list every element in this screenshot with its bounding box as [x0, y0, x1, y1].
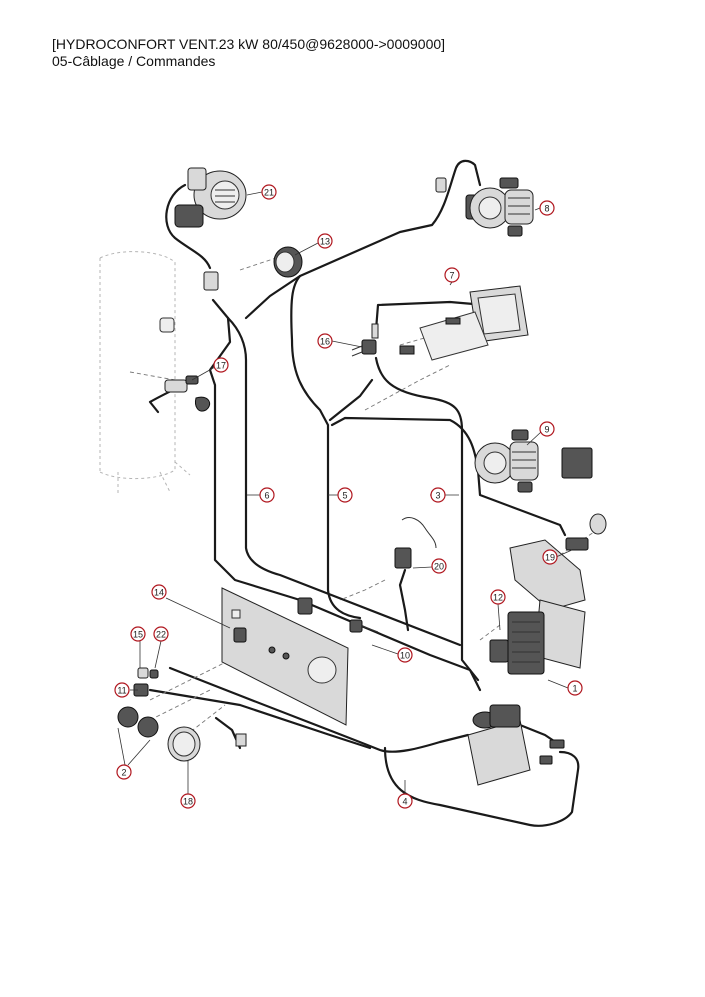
- control-module-7: [399, 285, 529, 361]
- callout-11: 11: [114, 682, 130, 698]
- callout-label: 7: [449, 271, 454, 281]
- callout-label: 20: [434, 562, 444, 572]
- callout-9: 9: [539, 421, 555, 437]
- callout-8: 8: [539, 200, 555, 216]
- callout-1: 1: [567, 680, 583, 696]
- callout-label: 4: [402, 797, 407, 807]
- callout-17: 17: [213, 357, 229, 373]
- callout-label: 6: [264, 491, 269, 501]
- callout-18: 18: [180, 793, 196, 809]
- sensor-17: [159, 317, 211, 412]
- callout-21: 21: [261, 184, 277, 200]
- callout-7: 7: [444, 267, 460, 283]
- callout-leaders: [117, 191, 573, 794]
- callout-4: 4: [397, 793, 413, 809]
- callout-label: 21: [264, 188, 274, 198]
- callout-label: 19: [545, 553, 555, 563]
- callout-label: 8: [544, 204, 549, 214]
- probe-16: [351, 323, 379, 357]
- callout-label: 15: [133, 630, 143, 640]
- callout-label: 5: [342, 491, 347, 501]
- gas-valve-4: [467, 704, 565, 786]
- callout-5: 5: [337, 487, 353, 503]
- callout-label: 17: [216, 361, 226, 371]
- callout-label: 1: [572, 684, 577, 694]
- callout-label: 14: [154, 588, 164, 598]
- switches: [117, 667, 247, 762]
- page-title: [HYDROCONFORT VENT.23 kW 80/450@9628000-…: [52, 36, 446, 52]
- callout-label: 12: [493, 593, 503, 603]
- pump-9: [474, 429, 593, 493]
- callout-label: 18: [183, 797, 193, 807]
- thermostat-20: [394, 517, 437, 569]
- callout-13: 13: [317, 233, 333, 249]
- callout-label: 22: [156, 630, 166, 640]
- callout-20: 20: [431, 558, 447, 574]
- callout-12: 12: [490, 589, 506, 605]
- callout-label: 9: [544, 425, 549, 435]
- page-subtitle: 05-Câblage / Commandes: [52, 53, 216, 69]
- callout-14: 14: [151, 584, 167, 600]
- wire-harnesses: [148, 159, 580, 827]
- tank-outline: [99, 251, 191, 495]
- callout-6: 6: [259, 487, 275, 503]
- callout-10: 10: [397, 647, 413, 663]
- callout-16: 16: [317, 333, 333, 349]
- callout-label: 3: [435, 491, 440, 501]
- callout-label: 11: [117, 686, 126, 696]
- callout-22: 22: [153, 626, 169, 642]
- callout-label: 16: [320, 337, 330, 347]
- callout-label: 2: [121, 768, 126, 778]
- control-board-1: [489, 599, 586, 675]
- fan-assembly: [174, 167, 247, 228]
- pump-8: [435, 177, 534, 237]
- front-panel-14: [221, 587, 349, 726]
- callout-3: 3: [430, 487, 446, 503]
- callout-19: 19: [542, 549, 558, 565]
- potentiometer-10: [349, 619, 379, 633]
- bracket-19: [509, 513, 607, 611]
- callout-2: 2: [116, 764, 132, 780]
- callout-15: 15: [130, 626, 146, 642]
- callout-label: 13: [320, 237, 330, 247]
- connector-13: [203, 246, 303, 291]
- callout-label: 10: [400, 651, 410, 661]
